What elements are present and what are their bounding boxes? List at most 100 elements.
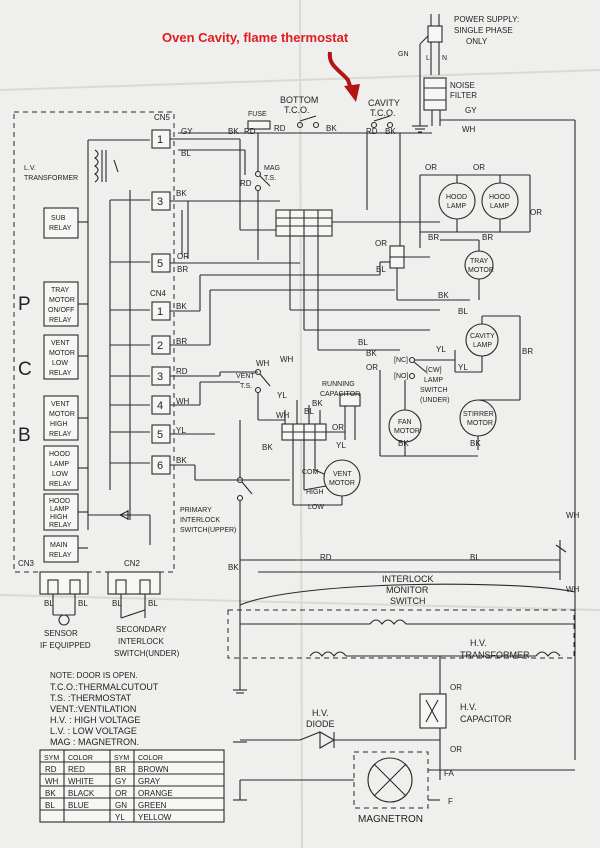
power-label: ONLY <box>466 37 488 46</box>
hv-diode-label: DIODE <box>306 719 335 729</box>
relay-label: SUB <box>51 215 66 222</box>
wire-code: WH <box>566 511 580 520</box>
bottom-tco: BOTTOM T.C.O. <box>280 95 320 129</box>
cn4-label: CN4 <box>150 289 167 298</box>
relay-label: RELAY <box>49 522 72 529</box>
color-table-cell: YELLOW <box>138 813 172 822</box>
relay-tray: TRAY MOTOR ON/OFF RELAY <box>43 281 79 327</box>
relay-label: VENT <box>51 340 70 347</box>
pin-label: 1 <box>157 306 163 318</box>
relay-main: MAIN RELAY <box>43 535 79 563</box>
power-pin-label: N <box>442 55 447 62</box>
vent-motor-label: MOTOR <box>329 480 355 487</box>
pin-label: 4 <box>157 400 163 412</box>
relay-label: LAMP <box>50 461 69 468</box>
if-equipped-label: IF EQUIPPED <box>40 641 91 650</box>
wire-code: BL <box>358 338 368 347</box>
hv-diode: H.V. DIODE <box>233 708 440 749</box>
wire-code: BK <box>176 189 187 198</box>
tray-motor-label: MOTOR <box>468 267 494 274</box>
running-capacitor-label: CAPACITOR <box>320 391 360 398</box>
wire-code: OR <box>425 163 437 172</box>
hood-lamp-1 <box>438 182 476 220</box>
wire-code: OR <box>450 683 462 692</box>
relay-label: HIGH <box>50 514 68 521</box>
wire-code: BK <box>438 291 449 300</box>
wire-code: BL <box>458 307 468 316</box>
hood-lamp-label: LAMP <box>490 203 509 210</box>
relay-label: LOW <box>52 360 68 367</box>
power-label: POWER SUPPLY: <box>454 15 519 24</box>
vent-motor-low: LOW <box>308 504 324 511</box>
wire-code: BK <box>262 443 273 452</box>
relay-hood-high: HOOD LAMP HIGH RELAY <box>43 493 79 531</box>
sensor-label: SENSOR <box>44 629 78 638</box>
color-table-cell: BR <box>115 765 126 774</box>
wire-code: BL <box>78 599 88 608</box>
color-table: SYM COLOR SYM COLOR RD RED BR BROWN WH W… <box>39 749 225 823</box>
hood-lamp-label: LAMP <box>447 203 466 210</box>
lamp-switch-label: LAMP <box>424 377 443 384</box>
vent-ts-label: T.S. <box>240 383 252 390</box>
color-table-cell: BROWN <box>138 765 169 774</box>
relay-sub: SUB RELAY <box>43 207 79 239</box>
relay-label: RELAY <box>49 552 72 559</box>
wire-code: BK <box>176 456 187 465</box>
hv-capacitor: H.V. CAPACITOR <box>419 693 512 729</box>
relay-label: VENT <box>51 401 70 408</box>
note-line: L.V. : LOW VOLTAGE <box>50 726 137 736</box>
wire-code: RD <box>274 124 286 133</box>
color-table-cell: ORANGE <box>138 789 173 798</box>
wire-code: BL <box>376 265 386 274</box>
color-table-cell: BLUE <box>68 801 89 810</box>
relay-label: LAMP <box>50 506 69 513</box>
cn4-pins: 1 2 3 4 5 6 <box>151 301 171 475</box>
wire-code: RD <box>244 127 256 136</box>
magnetron-f: F <box>448 797 453 806</box>
secondary-interlock-label: INTERLOCK <box>118 637 164 646</box>
wire-code: BR <box>428 233 439 242</box>
fan-motor-label: MOTOR <box>394 428 420 435</box>
wire-code: BK <box>326 124 337 133</box>
cn3-sensor: BL BL SENSOR IF EQUIPPED <box>39 571 91 650</box>
cavity-lamp-label: LAMP <box>473 342 492 349</box>
relay-label: RELAY <box>49 317 72 324</box>
lamp-switch-label: SWITCH <box>420 387 448 394</box>
stirrer-motor-label: STIRRER <box>463 411 494 418</box>
cn2-secondary-interlock: BL BL SECONDARY INTERLOCK SWITCH(UNDER) <box>107 571 180 658</box>
vent-motor-high: HIGH <box>306 489 324 496</box>
color-table-cell: BLACK <box>68 789 95 798</box>
wire-code: GY <box>181 127 193 136</box>
color-table-cell: GN <box>115 801 127 810</box>
note-line: T.C.O.:THERMALCUTOUT <box>50 682 159 692</box>
color-table-cell: GREEN <box>138 801 167 810</box>
lamp-switch-label: [CW] <box>426 367 442 374</box>
hv-capacitor-label: CAPACITOR <box>460 714 512 724</box>
noise-filter-label: FILTER <box>450 91 477 100</box>
wire-code: BL <box>181 149 191 158</box>
mag-ts-label: MAG <box>264 165 280 172</box>
wire-code: OR <box>450 745 462 754</box>
relay-label: MOTOR <box>49 297 75 304</box>
notes: NOTE: DOOR IS OPEN. T.C.O.:THERMALCUTOUT… <box>50 671 159 747</box>
wire-code: YL <box>458 363 468 372</box>
primary-interlock-label: INTERLOCK <box>180 517 220 524</box>
wire-code: RD <box>366 127 378 136</box>
fan-motor-label: FAN <box>398 419 412 426</box>
power-label: SINGLE PHASE <box>454 26 513 35</box>
cavity-tco-label: CAVITY <box>368 98 400 108</box>
color-table-header: COLOR <box>138 755 163 762</box>
wire-code: WH <box>566 585 580 594</box>
magnetron: MAGNETRON FA F <box>233 751 575 825</box>
relay-label: RELAY <box>49 225 72 232</box>
hood-lamp-2 <box>481 182 519 220</box>
hv-transformer-label: H.V. <box>470 638 487 648</box>
relay-vent-high: VENT MOTOR HIGH RELAY <box>43 395 79 441</box>
power-pin-label: GN <box>398 51 409 58</box>
relay-label: HIGH <box>50 421 68 428</box>
note-line: T.S. :THERMOSTAT <box>50 693 132 703</box>
color-table-cell: OR <box>115 789 127 798</box>
interlock-monitor-label: INTERLOCK <box>382 574 434 584</box>
relay-label: RELAY <box>49 431 72 438</box>
color-table-cell: WH <box>45 777 59 786</box>
